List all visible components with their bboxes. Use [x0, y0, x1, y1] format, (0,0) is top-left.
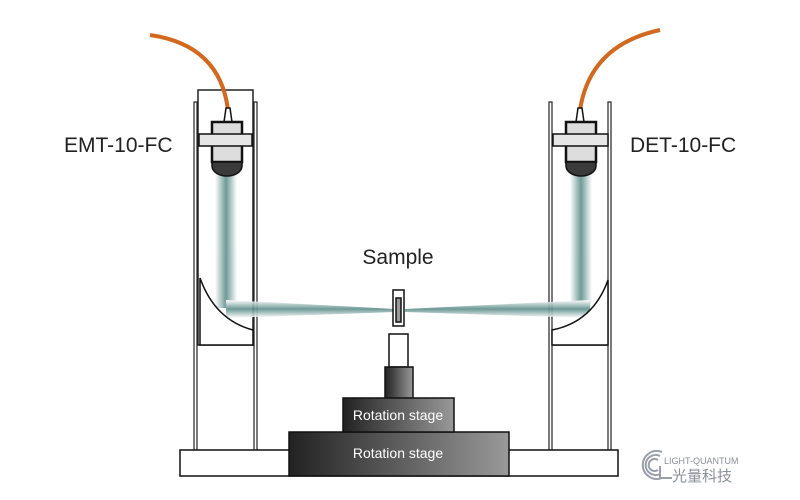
- left-mirror: [199, 277, 254, 346]
- rotation-stage-top: [342, 397, 455, 433]
- emitter-fiber: [149, 33, 230, 111]
- sample-label: Sample: [362, 246, 433, 269]
- rotation-stage-bottom: [288, 431, 510, 477]
- right-mirror: [551, 279, 609, 346]
- logo-cn: 光量科技: [672, 467, 732, 485]
- emitter-label: EMT-10-FC: [64, 134, 173, 157]
- light-beam: [215, 172, 592, 318]
- logo-en: LIGHT-QUANTUM: [664, 456, 739, 466]
- stage-top-label: Rotation stage: [353, 407, 443, 423]
- emitter-head: [198, 107, 253, 177]
- detector-head: [552, 107, 609, 177]
- stage-bottom-label: Rotation stage: [353, 445, 443, 461]
- logo-mark-icon: [641, 450, 672, 480]
- sample-holder: [384, 289, 414, 400]
- detector-fiber: [578, 28, 661, 111]
- logo: LIGHT-QUANTUM 光量科技: [641, 450, 739, 485]
- detector-label: DET-10-FC: [630, 134, 736, 157]
